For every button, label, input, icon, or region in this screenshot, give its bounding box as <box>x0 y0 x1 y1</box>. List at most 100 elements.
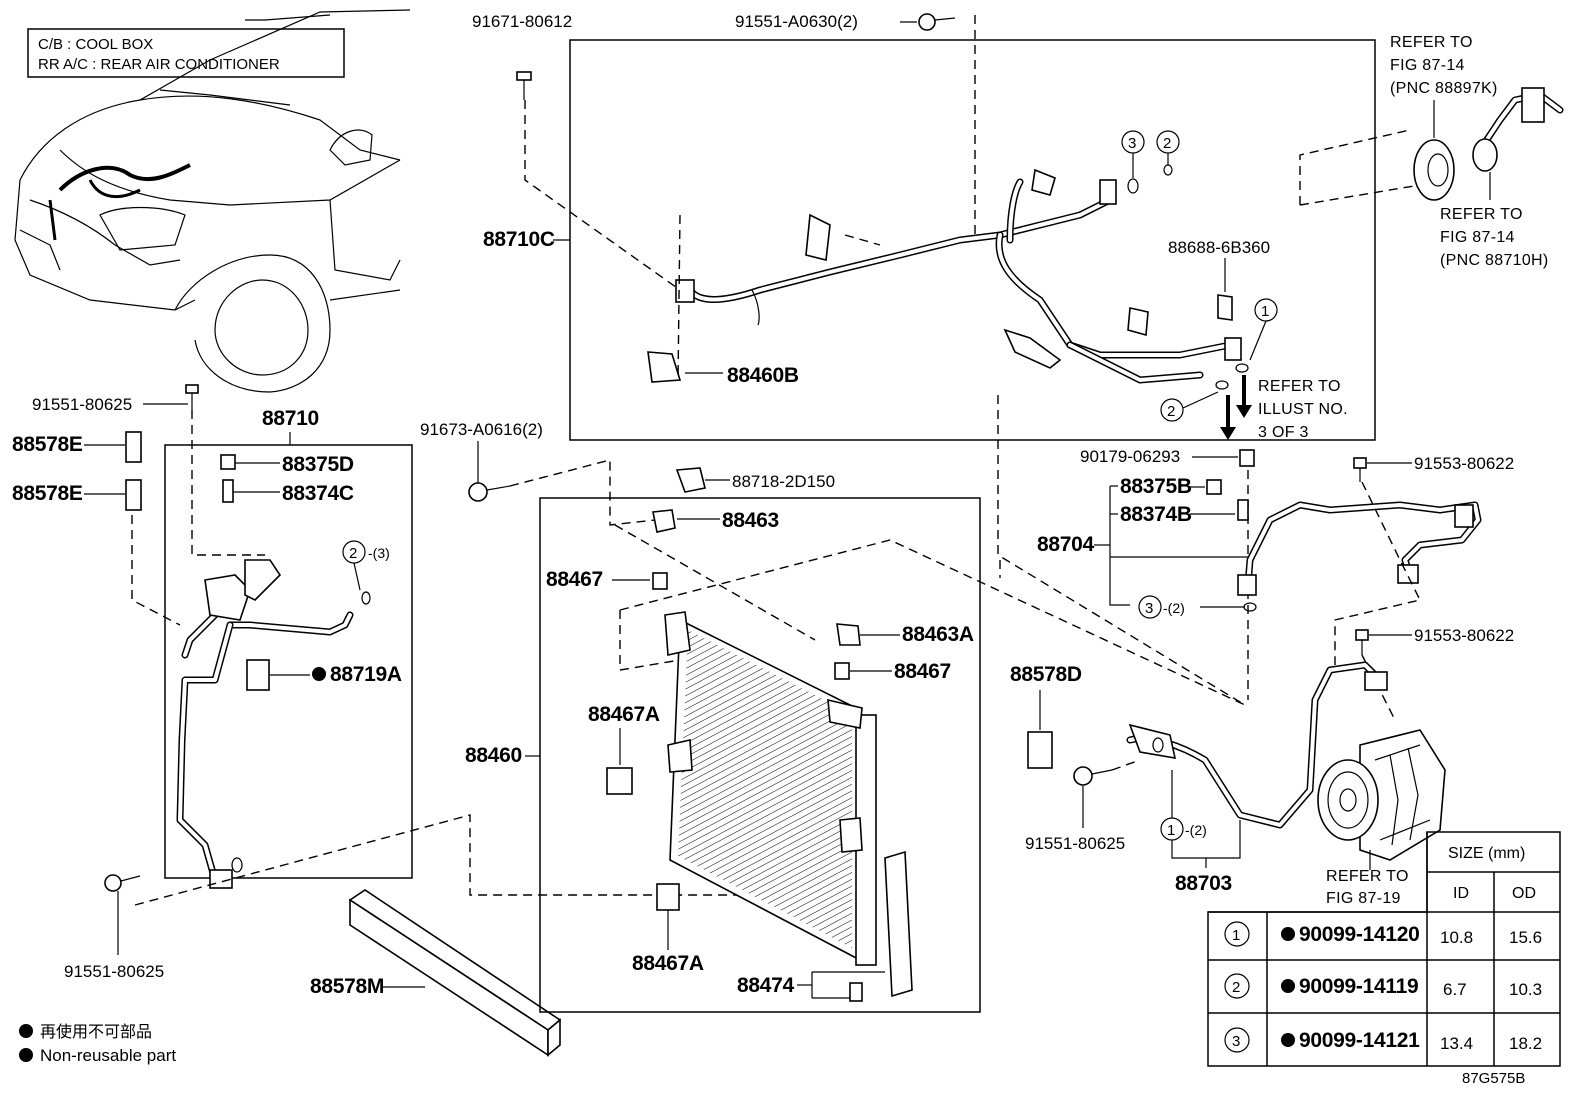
svg-text:13.4: 13.4 <box>1440 1034 1473 1053</box>
label-88467a-2: 88467A <box>632 952 704 975</box>
svg-text:REFER TO: REFER TO <box>1326 868 1409 885</box>
footnote-jp: 再使用不可部品 <box>40 1023 152 1041</box>
label-91551-a0630: 91551-A0630(2) <box>735 12 858 31</box>
label-88578d: 88578D <box>1010 663 1082 686</box>
callout-3-top: 3 <box>1121 130 1145 194</box>
label-88467-2: 88467 <box>894 660 951 683</box>
non-reusable-dot-icon <box>19 1048 33 1062</box>
svg-text:FIG 87-19: FIG 87-19 <box>1326 890 1401 907</box>
label-91551-80625-right: 91551-80625 <box>1025 834 1125 853</box>
non-reusable-dot-icon <box>1281 927 1295 941</box>
svg-text:18.2: 18.2 <box>1509 1034 1542 1053</box>
svg-text:10.3: 10.3 <box>1509 980 1542 999</box>
label-88688-6b360: 88688-6B360 <box>1168 238 1270 257</box>
label-88463: 88463 <box>722 509 779 532</box>
refer-fig-87-14-a: REFER TO FIG 87-14 (PNC 88897K) <box>1390 34 1498 97</box>
refer-illust: REFER TO ILLUST NO. 3 OF 3 <box>1258 378 1348 441</box>
vehicle-sketch <box>14 9 411 393</box>
svg-text:-(2): -(2) <box>1163 600 1185 616</box>
callout-2-left: 2 -(3) <box>342 540 390 605</box>
valve-icon <box>1237 499 1249 521</box>
svg-text:ILLUST NO.: ILLUST NO. <box>1258 401 1348 418</box>
size-table-col-od: OD <box>1512 885 1536 902</box>
legend-line-cool-box: C/B : COOL BOX <box>38 36 153 53</box>
condenser-core <box>664 611 877 966</box>
svg-text:2: 2 <box>349 545 357 562</box>
svg-text:FIG 87-14: FIG 87-14 <box>1390 57 1465 74</box>
svg-text:90099-14121: 90099-14121 <box>1299 1029 1420 1052</box>
label-88460: 88460 <box>465 744 522 767</box>
svg-text:-(3): -(3) <box>368 545 390 561</box>
svg-text:10.8: 10.8 <box>1440 928 1473 947</box>
table-row: 2 90099-14119 6.7 10.3 <box>1224 973 1542 999</box>
cushion-icon <box>652 572 668 590</box>
label-88703: 88703 <box>1175 872 1232 895</box>
svg-text:3 OF 3: 3 OF 3 <box>1258 424 1309 441</box>
svg-text:(PNC 88710H): (PNC 88710H) <box>1440 252 1549 269</box>
connector-icon <box>675 467 706 493</box>
table-row: 3 90099-14121 13.4 18.2 <box>1224 1027 1542 1053</box>
svg-text:FIG 87-14: FIG 87-14 <box>1440 229 1515 246</box>
svg-text:(PNC 88897K): (PNC 88897K) <box>1390 80 1498 97</box>
bolt-icon <box>1073 766 1113 786</box>
label-88578m: 88578M <box>310 975 384 998</box>
svg-text:2: 2 <box>1167 403 1175 420</box>
svg-text:1: 1 <box>1167 822 1175 839</box>
callout-2-mid: 2 <box>1160 380 1229 422</box>
label-88718-2d150: 88718-2D150 <box>732 472 835 491</box>
bolt-icon <box>1353 457 1367 482</box>
pipe-88704 <box>1237 501 1482 596</box>
svg-text:3: 3 <box>1145 600 1153 617</box>
plug-icon <box>220 454 236 470</box>
non-reusable-dot-icon <box>1281 979 1295 993</box>
legend-box: C/B : COOL BOX RR A/C : REAR AIR CONDITI… <box>27 28 345 78</box>
svg-text:-(2): -(2) <box>1185 822 1207 838</box>
callout-3-right: 3 -(2) <box>1138 595 1257 619</box>
pipe-88710 <box>176 559 354 889</box>
plug-icon <box>1206 479 1222 495</box>
label-88710c: 88710C <box>483 228 555 251</box>
seal-ring-icon <box>1413 100 1455 201</box>
bolt-icon <box>918 13 956 31</box>
svg-text:3: 3 <box>1232 1033 1240 1050</box>
clip-icon <box>125 479 142 511</box>
arrow-down-icon <box>1236 375 1252 418</box>
label-88374c: 88374C <box>282 482 354 505</box>
svg-text:1: 1 <box>1261 303 1269 320</box>
bolt-icon <box>1355 629 1369 655</box>
label-91673-a0616: 91673-A0616(2) <box>420 420 543 439</box>
pipe-88703 <box>1126 661 1388 829</box>
callout-1-top: 1 <box>1235 298 1278 373</box>
svg-text:90099-14120: 90099-14120 <box>1299 923 1420 946</box>
bolt-icon <box>104 874 141 892</box>
label-88463a: 88463A <box>902 623 974 646</box>
label-88460b: 88460B <box>727 364 799 387</box>
svg-text:2: 2 <box>1163 135 1171 152</box>
label-91553-80622-1: 91553-80622 <box>1414 454 1514 473</box>
non-reusable-dot-icon <box>19 1024 33 1038</box>
label-88710: 88710 <box>262 407 319 430</box>
non-reusable-dot-icon <box>312 667 326 681</box>
size-table-col-id: ID <box>1453 885 1469 902</box>
svg-text:2: 2 <box>1232 979 1240 996</box>
refer-fig-87-14-b: REFER TO FIG 87-14 (PNC 88710H) <box>1440 206 1549 269</box>
cushion-icon <box>834 662 850 680</box>
label-88578e-2: 88578E <box>12 482 83 505</box>
size-table: SIZE (mm) ID OD 1 90099-14120 10.8 15.6 … <box>1207 831 1561 1067</box>
clip-icon <box>125 431 142 463</box>
footnote-en: Non-reusable part <box>40 1046 176 1065</box>
svg-text:REFER TO: REFER TO <box>1258 378 1341 395</box>
label-88375b: 88375B <box>1120 475 1192 498</box>
receiver-icon <box>884 850 913 998</box>
bolt-icon <box>516 71 532 100</box>
label-88704: 88704 <box>1037 533 1095 556</box>
label-88467-1: 88467 <box>546 568 603 591</box>
bracket-icon <box>836 623 861 646</box>
fitting-icon <box>1472 87 1564 200</box>
svg-text:6.7: 6.7 <box>1443 980 1467 999</box>
label-91551-80625-top: 91551-80625 <box>32 395 132 414</box>
callout-2-top: 2 <box>1156 130 1180 176</box>
label-91551-80625-bottom: 91551-80625 <box>64 962 164 981</box>
callout-1-right: 1 -(2) <box>1160 770 1207 841</box>
sensor-icon <box>246 659 270 691</box>
